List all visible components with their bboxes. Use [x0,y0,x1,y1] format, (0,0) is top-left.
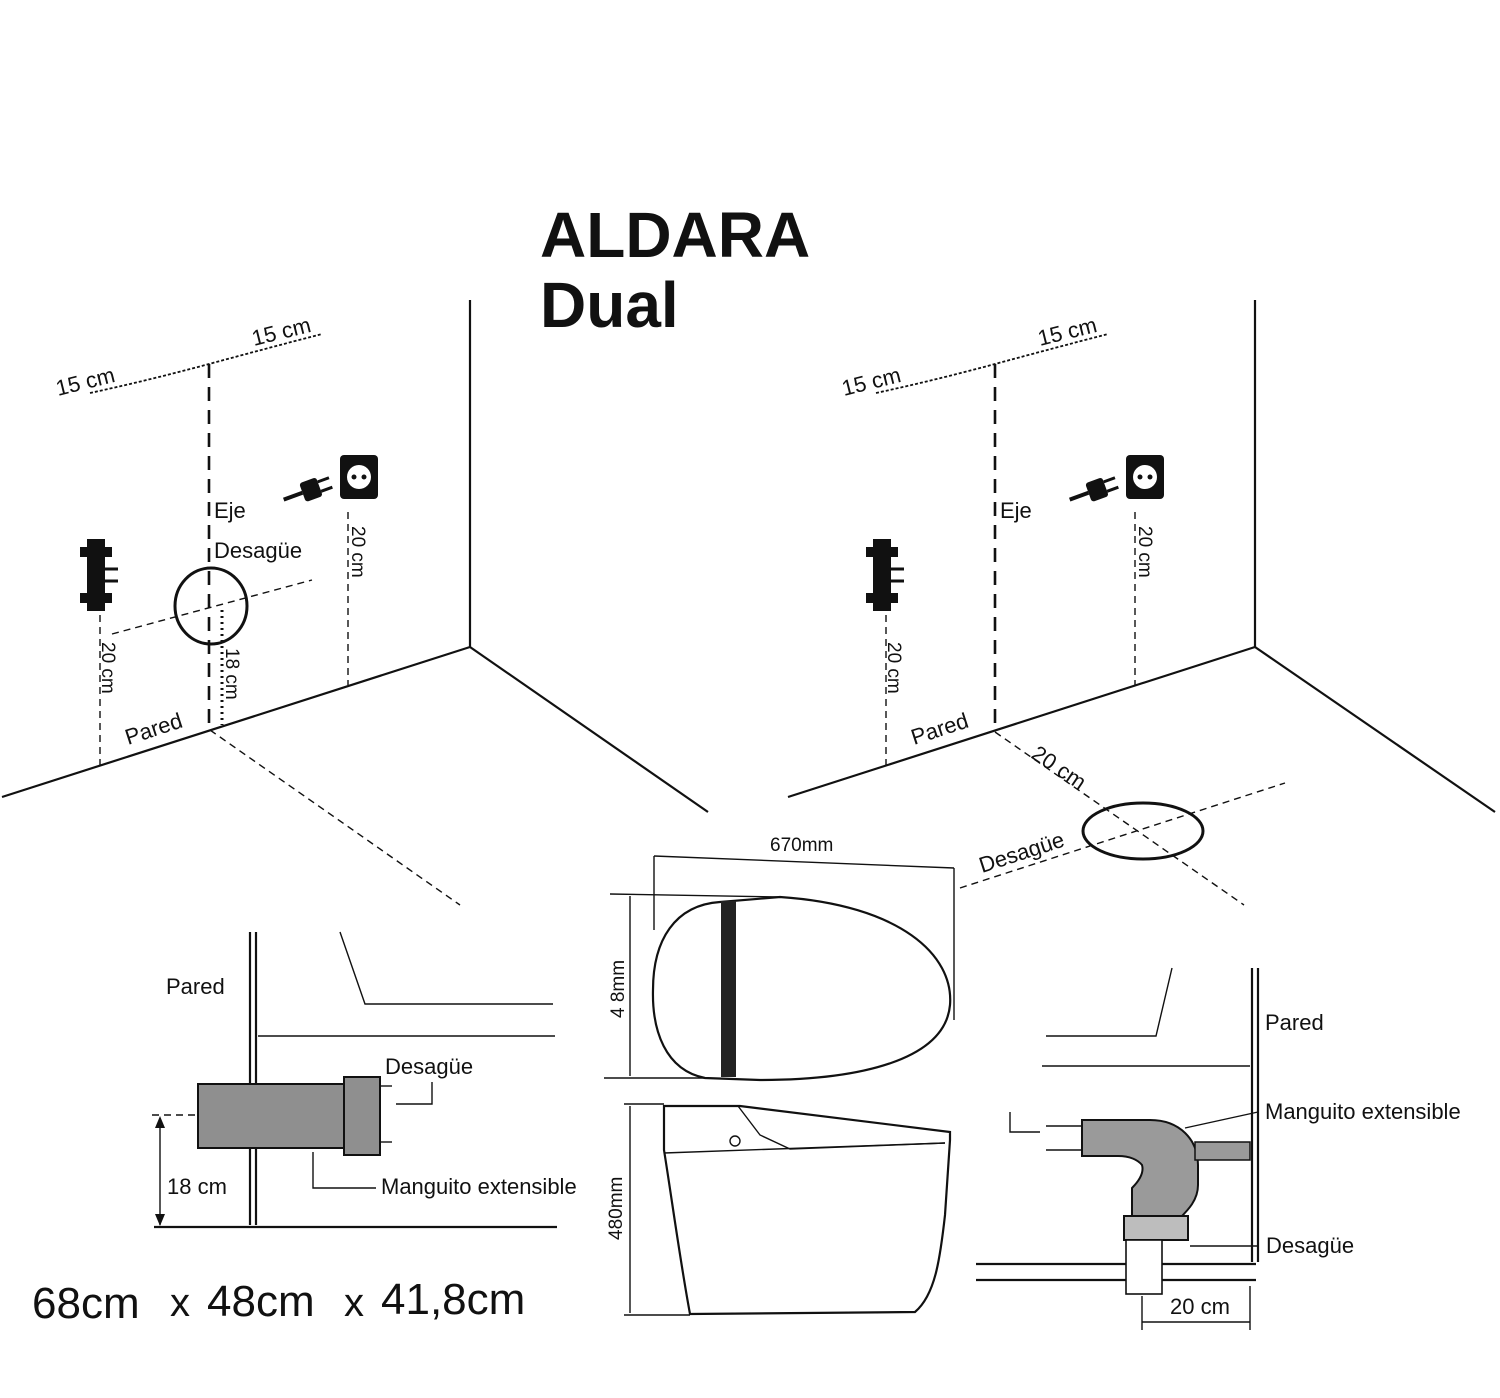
overall-width: 48cm [207,1277,315,1326]
left-drain-label: Desagüe [214,538,302,563]
right-top-dim-a: 15 cm [839,362,903,401]
wall-section-sleeve-label: Manguito extensible [381,1174,577,1199]
power-outlet-icon [340,455,378,499]
control-strip [721,901,736,1077]
left-wall-label: Pared [122,708,186,750]
floor-section-sleeve-label: Manguito extensible [1265,1099,1461,1124]
floor-section-distance: 20 cm [1170,1294,1230,1319]
left-outlet-height: 20 cm [347,526,368,578]
title-line-1: ALDARA [540,199,810,271]
extension-sleeve [343,1076,381,1156]
overall-length: 68cm [32,1279,140,1328]
left-top-dim-a: 15 cm [53,362,117,401]
overall-dimensions: 68cm x 48cm x 41,8cm [32,1275,525,1328]
floor-section-drain-label: Desagüe [1266,1233,1354,1258]
title-line-2: Dual [540,269,679,341]
wall-section-wall-label: Pared [166,974,225,999]
plug-icon [1069,476,1119,502]
left-drain-height: 18 cm [221,648,242,700]
floor-section-wall-label: Pared [1265,1010,1324,1035]
water-valve-icon [72,539,118,611]
drain-pipe [197,1083,347,1149]
water-valve-icon [858,539,904,611]
right-outlet-height: 20 cm [1134,526,1155,578]
wall-section-height: 18 cm [167,1174,227,1199]
right-axis-label: Eje [1000,498,1032,523]
left-water-height: 20 cm [97,642,118,694]
overall-sep-2: x [344,1281,364,1325]
top-view-length: 670mm [770,835,833,856]
control-button-icon [729,1135,741,1147]
right-water-height: 20 cm [883,642,904,694]
left-axis-label: Eje [214,498,246,523]
plug-icon [283,476,333,502]
power-outlet-icon [1126,455,1164,499]
top-view-width: 4 8mm [608,960,629,1018]
side-view: 480mm [606,1103,952,1316]
right-floor-distance: 20 cm [1027,740,1091,794]
right-drain-label: Desagüe [976,827,1067,878]
top-view: 670mm 4 8mm [604,835,955,1082]
right-wall-diagram: 15 cm 15 cm Eje 20 cm 20 cm Pared 20 cm … [787,300,1496,906]
overall-sep-1: x [170,1281,190,1325]
side-section-floor: Pared Manguito extensible Desagüe 20 cm [976,967,1461,1330]
left-wall-diagram: 15 cm 15 cm Eje Desagüe 20 cm 20 cm 18 c… [1,300,709,906]
side-section-wall: Pared Desagüe 18 cm Manguito extensible [152,931,577,1229]
flexible-sleeve [1081,1119,1199,1219]
overall-height: 41,8cm [381,1275,525,1324]
right-wall-label: Pared [908,708,972,750]
side-view-height: 480mm [606,1177,627,1240]
wall-section-drain-label: Desagüe [385,1054,473,1079]
